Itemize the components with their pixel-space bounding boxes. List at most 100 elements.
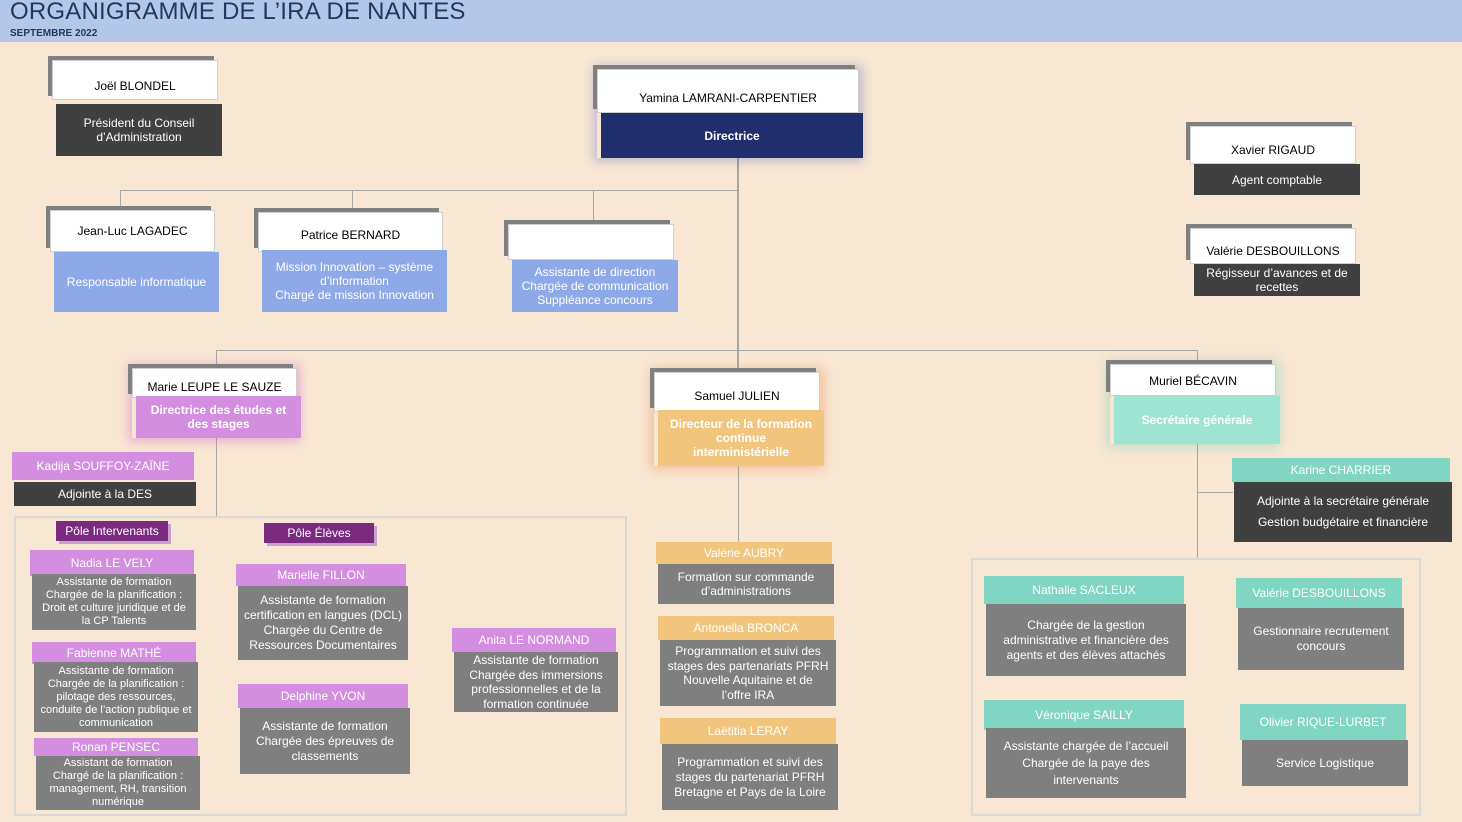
card-fabienne: Fabienne MATHÉ Assistante de formation C…: [32, 642, 198, 732]
card-ronan: Ronan PENSEC Assistant de formation Char…: [34, 738, 200, 810]
person-name: Karine CHARRIER: [1232, 458, 1450, 482]
person-name: Véronique SAILLY: [984, 700, 1184, 730]
card-nadia: Nadia LE VELY Assistante de formation Ch…: [30, 550, 196, 630]
card-anita: Anita LE NORMAND Assistante de formation…: [452, 628, 618, 712]
role-line: d’Administration: [96, 130, 182, 144]
role-line: Assistant de formation: [63, 757, 173, 769]
role-line: Chargée des épreuves de: [255, 733, 395, 748]
person-name: Patrice BERNARD: [258, 212, 443, 252]
person-role: Assistante de formation Chargée de la pl…: [34, 662, 198, 732]
connector-line: [216, 350, 1198, 351]
role-line: Assistante de formation: [262, 718, 388, 733]
role-line: agents et des élèves attachés: [1006, 647, 1166, 662]
person-name: Joël BLONDEL: [52, 60, 218, 100]
person-role: Service Logistique: [1242, 740, 1408, 786]
card-delphine: Delphine YVON Assistante de formation Ch…: [238, 684, 410, 774]
role-line: Directeur de la formation: [669, 417, 813, 431]
card-it: Jean-Luc LAGADEC Responsable informatiqu…: [50, 210, 219, 312]
role-line: Chargé de la planification :: [52, 770, 184, 782]
person-role: Régisseur d’avances et de recettes: [1194, 264, 1360, 296]
person-name: Delphine YVON: [238, 684, 408, 708]
card-regisseur: Valérie DESBOUILLONS Régisseur d’avances…: [1190, 228, 1360, 296]
role-line: Mission Innovation – système: [275, 260, 434, 274]
role-line: Ressources Documentaires: [249, 638, 397, 652]
person-name: Jean-Luc LAGADEC: [50, 210, 215, 252]
role-line: Chargée du Centre de: [263, 623, 383, 637]
card-antonella: Antonella BRONCA Programmation et suivi …: [658, 616, 836, 706]
person-name: Ronan PENSEC: [34, 738, 198, 756]
card-dfc: Samuel JULIEN Directeur de la formation …: [654, 372, 824, 466]
role-line: Régisseur d’avances et de: [1206, 266, 1348, 280]
role-line: Secrétaire générale: [1141, 413, 1253, 427]
person-role: Président du Conseil d’Administration: [56, 104, 222, 156]
role-line: Gestion budgétaire et financière: [1257, 515, 1429, 529]
person-name: Kadija SOUFFOY-ZAÏNE: [12, 452, 194, 480]
role-line: conduite de l’action publique et: [40, 703, 192, 716]
connector-line: [1197, 350, 1198, 362]
role-line: recettes: [1255, 280, 1299, 294]
role-line: communication: [79, 716, 153, 729]
person-name: Olivier RIQUE-LURBET: [1240, 704, 1406, 740]
role-line: Chargée de la paye des: [1022, 755, 1150, 770]
role-line: Directrice des études et: [150, 403, 287, 417]
connector-line: [352, 190, 353, 210]
person-name: Valérie DESBOUILLONS: [1236, 578, 1402, 608]
person-role: Directeur de la formation continue inter…: [658, 410, 824, 466]
connector-line: [738, 466, 739, 542]
card-valerie-desbouillons: Valérie DESBOUILLONS Gestionnaire recrut…: [1236, 578, 1404, 670]
person-name: Valérie AUBRY: [656, 542, 832, 564]
page-header: ORGANIGRAMME DE L’IRA DE NANTES SEPTEMBR…: [0, 0, 1462, 42]
role-line: Droit et culture juridique et de: [42, 602, 186, 614]
person-name: Marielle FILLON: [236, 564, 406, 586]
role-line: concours: [1296, 639, 1346, 653]
role-line: classements: [291, 748, 359, 763]
card-president: Joël BLONDEL Président du Conseil d’Admi…: [52, 60, 222, 156]
person-role: Adjointe à la DES: [14, 482, 196, 506]
role-line: Directrice: [704, 128, 760, 143]
role-line: Assistante de formation: [473, 653, 599, 667]
person-name: Marie LEUPE LE SAUZE: [132, 368, 297, 398]
connector-line: [1197, 492, 1233, 493]
role-line: stages des partenariats PFRH: [667, 658, 829, 673]
role-line: continue: [716, 431, 766, 445]
person-role: Mission Innovation – système d’informati…: [262, 250, 447, 312]
person-role: Programmation et suivi des stages des pa…: [660, 640, 836, 706]
card-valerie-aubry: Valérie AUBRY Formation sur commande d’a…: [656, 542, 834, 604]
role-line: Chargée de la gestion: [1027, 617, 1145, 632]
role-line: Bretagne et Pays de la Loire: [674, 784, 826, 799]
person-role: Gestionnaire recrutement concours: [1238, 608, 1404, 670]
card-nathalie: Nathalie SACLEUX Chargée de la gestion a…: [984, 576, 1186, 676]
person-role: Directrice: [601, 113, 863, 158]
role-line: Assistante chargée de l’accueil: [1003, 738, 1169, 753]
person-name: Muriel BÉCAVIN: [1110, 364, 1276, 396]
des-group-frame: [14, 516, 627, 816]
card-veronique: Véronique SAILLY Assistante chargée de l…: [984, 700, 1186, 798]
role-line: Nouvelle Aquitaine et de: [683, 673, 813, 687]
card-laetitia: Laëtitia LERAY Programmation et suivi de…: [660, 718, 838, 810]
page-date: SEPTEMBRE 2022: [10, 28, 98, 39]
connector-line: [216, 350, 217, 368]
role-line: Assistante de formation: [58, 664, 174, 677]
person-role: Secrétaire générale: [1114, 396, 1280, 444]
card-innovation: Patrice BERNARD Mission Innovation – sys…: [258, 212, 447, 312]
role-line: interministérielle: [692, 445, 790, 459]
sg-group-frame: [971, 558, 1421, 816]
person-role: Programmation et suivi des stages du par…: [662, 744, 838, 810]
role-line: administrative et financière des: [1003, 632, 1169, 647]
card-des: Marie LEUPE LE SAUZE Directrice des étud…: [132, 368, 301, 438]
role-line: Chargée de communication: [521, 279, 669, 293]
role-line: numérique: [92, 796, 144, 808]
role-line: management, RH, transition: [49, 783, 187, 795]
role-line: la CP Talents: [81, 615, 147, 627]
person-name: [508, 224, 674, 260]
person-role: Directrice des études et des stages: [136, 396, 301, 438]
role-line: Responsable informatique: [66, 275, 207, 289]
role-line: Chargée de la planification :: [47, 677, 185, 690]
person-name: Anita LE NORMAND: [452, 628, 616, 652]
person-name: Nadia LE VELY: [30, 550, 194, 576]
role-line: Programmation et suivi des: [675, 644, 821, 658]
role-line: l’offre IRA: [721, 687, 775, 702]
role-line: formation continuée: [483, 696, 589, 711]
role-line: Formation sur commande: [677, 570, 815, 584]
card-des-deputy: Kadija SOUFFOY-ZAÏNE Adjointe à la DES: [12, 452, 196, 506]
